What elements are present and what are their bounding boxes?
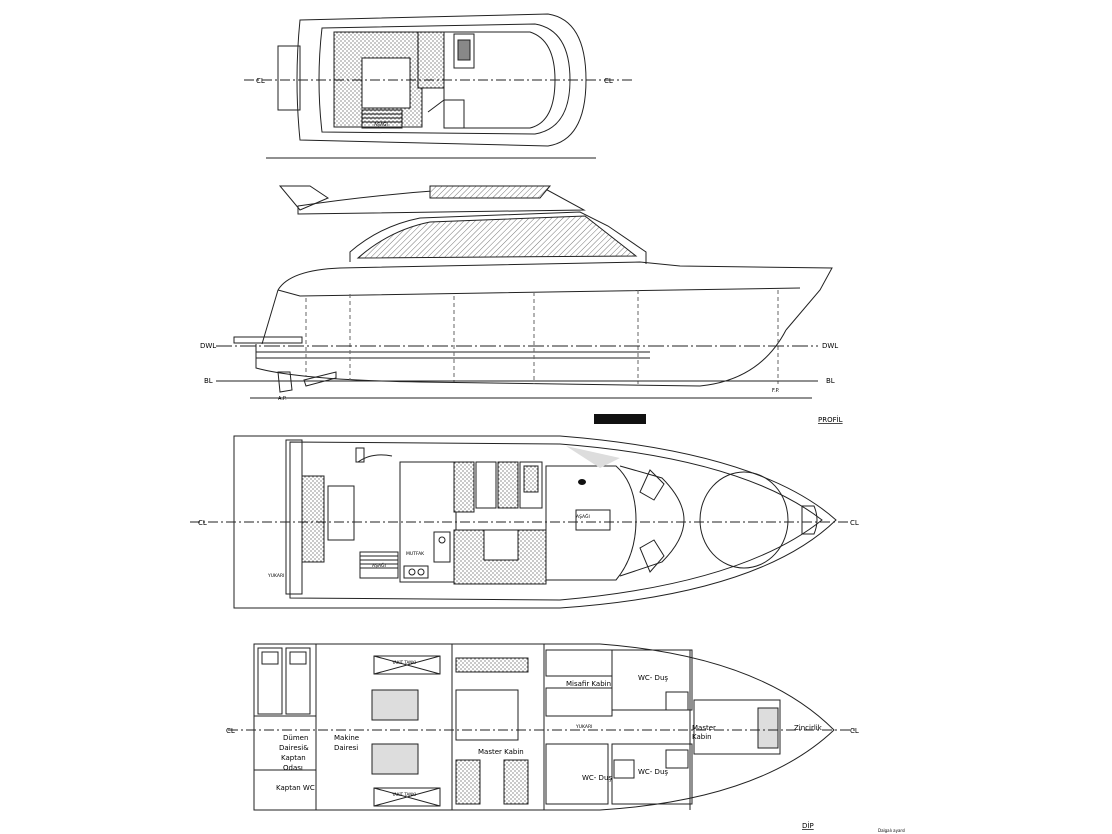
profile-view <box>216 185 833 399</box>
tank-label-starboard: YAKIT TANKI <box>391 792 416 797</box>
profile-title: PROFİL <box>818 415 843 424</box>
bottom-title: DİP <box>802 821 814 830</box>
steering-room-label-3: Kaptan <box>281 754 306 762</box>
flybridge-plan <box>244 13 632 159</box>
cl-label-flybridge-left: CL <box>256 77 265 85</box>
galley-label: MUTFAK <box>406 551 425 557</box>
wc-shower-label-3: WC- Duş <box>638 768 668 776</box>
stair-label-maindeck-2: AŞAĞI <box>372 562 386 569</box>
main-deck-plan <box>190 435 850 609</box>
steering-room-label-2: Dairesi& <box>279 744 309 752</box>
master-cabin-fwd-label-2: Kabin <box>692 733 712 741</box>
master-cabin-fwd-label-1: Master <box>692 724 716 732</box>
lower-deck-plan <box>228 643 856 811</box>
corner-note: Dalgalı ayarsl <box>878 828 905 833</box>
wc-shower-label-1: WC- Duş <box>638 674 668 682</box>
stair-label-lowerdeck: YUKARI <box>575 724 592 730</box>
dwl-label-right: DWL <box>822 342 838 350</box>
wc-shower-label-2: WC- Duş <box>582 774 612 782</box>
cl-label-maindeck-right: CL <box>850 519 859 527</box>
cl-label-flybridge-right: CL <box>604 77 613 85</box>
captain-wc-label: Kaptan WC <box>276 784 315 792</box>
bl-label-left: BL <box>204 377 213 385</box>
dwl-label-left: DWL <box>200 342 216 350</box>
aft-perpendicular-label: A.P. <box>278 396 287 402</box>
guest-cabin-label: Misafir Kabin <box>566 680 611 688</box>
cl-label-lowerdeck-right: CL <box>850 727 859 735</box>
engine-room-label-2: Dairesi <box>334 744 358 752</box>
master-cabin-mid-label: Master Kabin <box>478 748 524 756</box>
stair-label-maindeck: AŞAĞI <box>576 513 590 520</box>
cl-label-maindeck-left: CL <box>198 519 207 527</box>
cl-label-lowerdeck-left: CL <box>226 727 235 735</box>
steering-room-label-1: Dümen <box>283 734 308 742</box>
steering-room-label-4: Odası <box>283 764 303 772</box>
forward-perpendicular-label: F.P. <box>772 388 780 394</box>
tank-label-port: YAKIT TANKI <box>391 660 416 665</box>
redacted-mark <box>594 414 646 424</box>
chain-locker-label: Zincirlik <box>794 724 823 732</box>
engine-room-label-1: Makine <box>334 734 359 742</box>
stair-label-maindeck-aft: YUKARI <box>267 573 284 579</box>
bl-label-right: BL <box>826 377 835 385</box>
stair-label-flybridge: AŞAĞI <box>374 121 388 128</box>
